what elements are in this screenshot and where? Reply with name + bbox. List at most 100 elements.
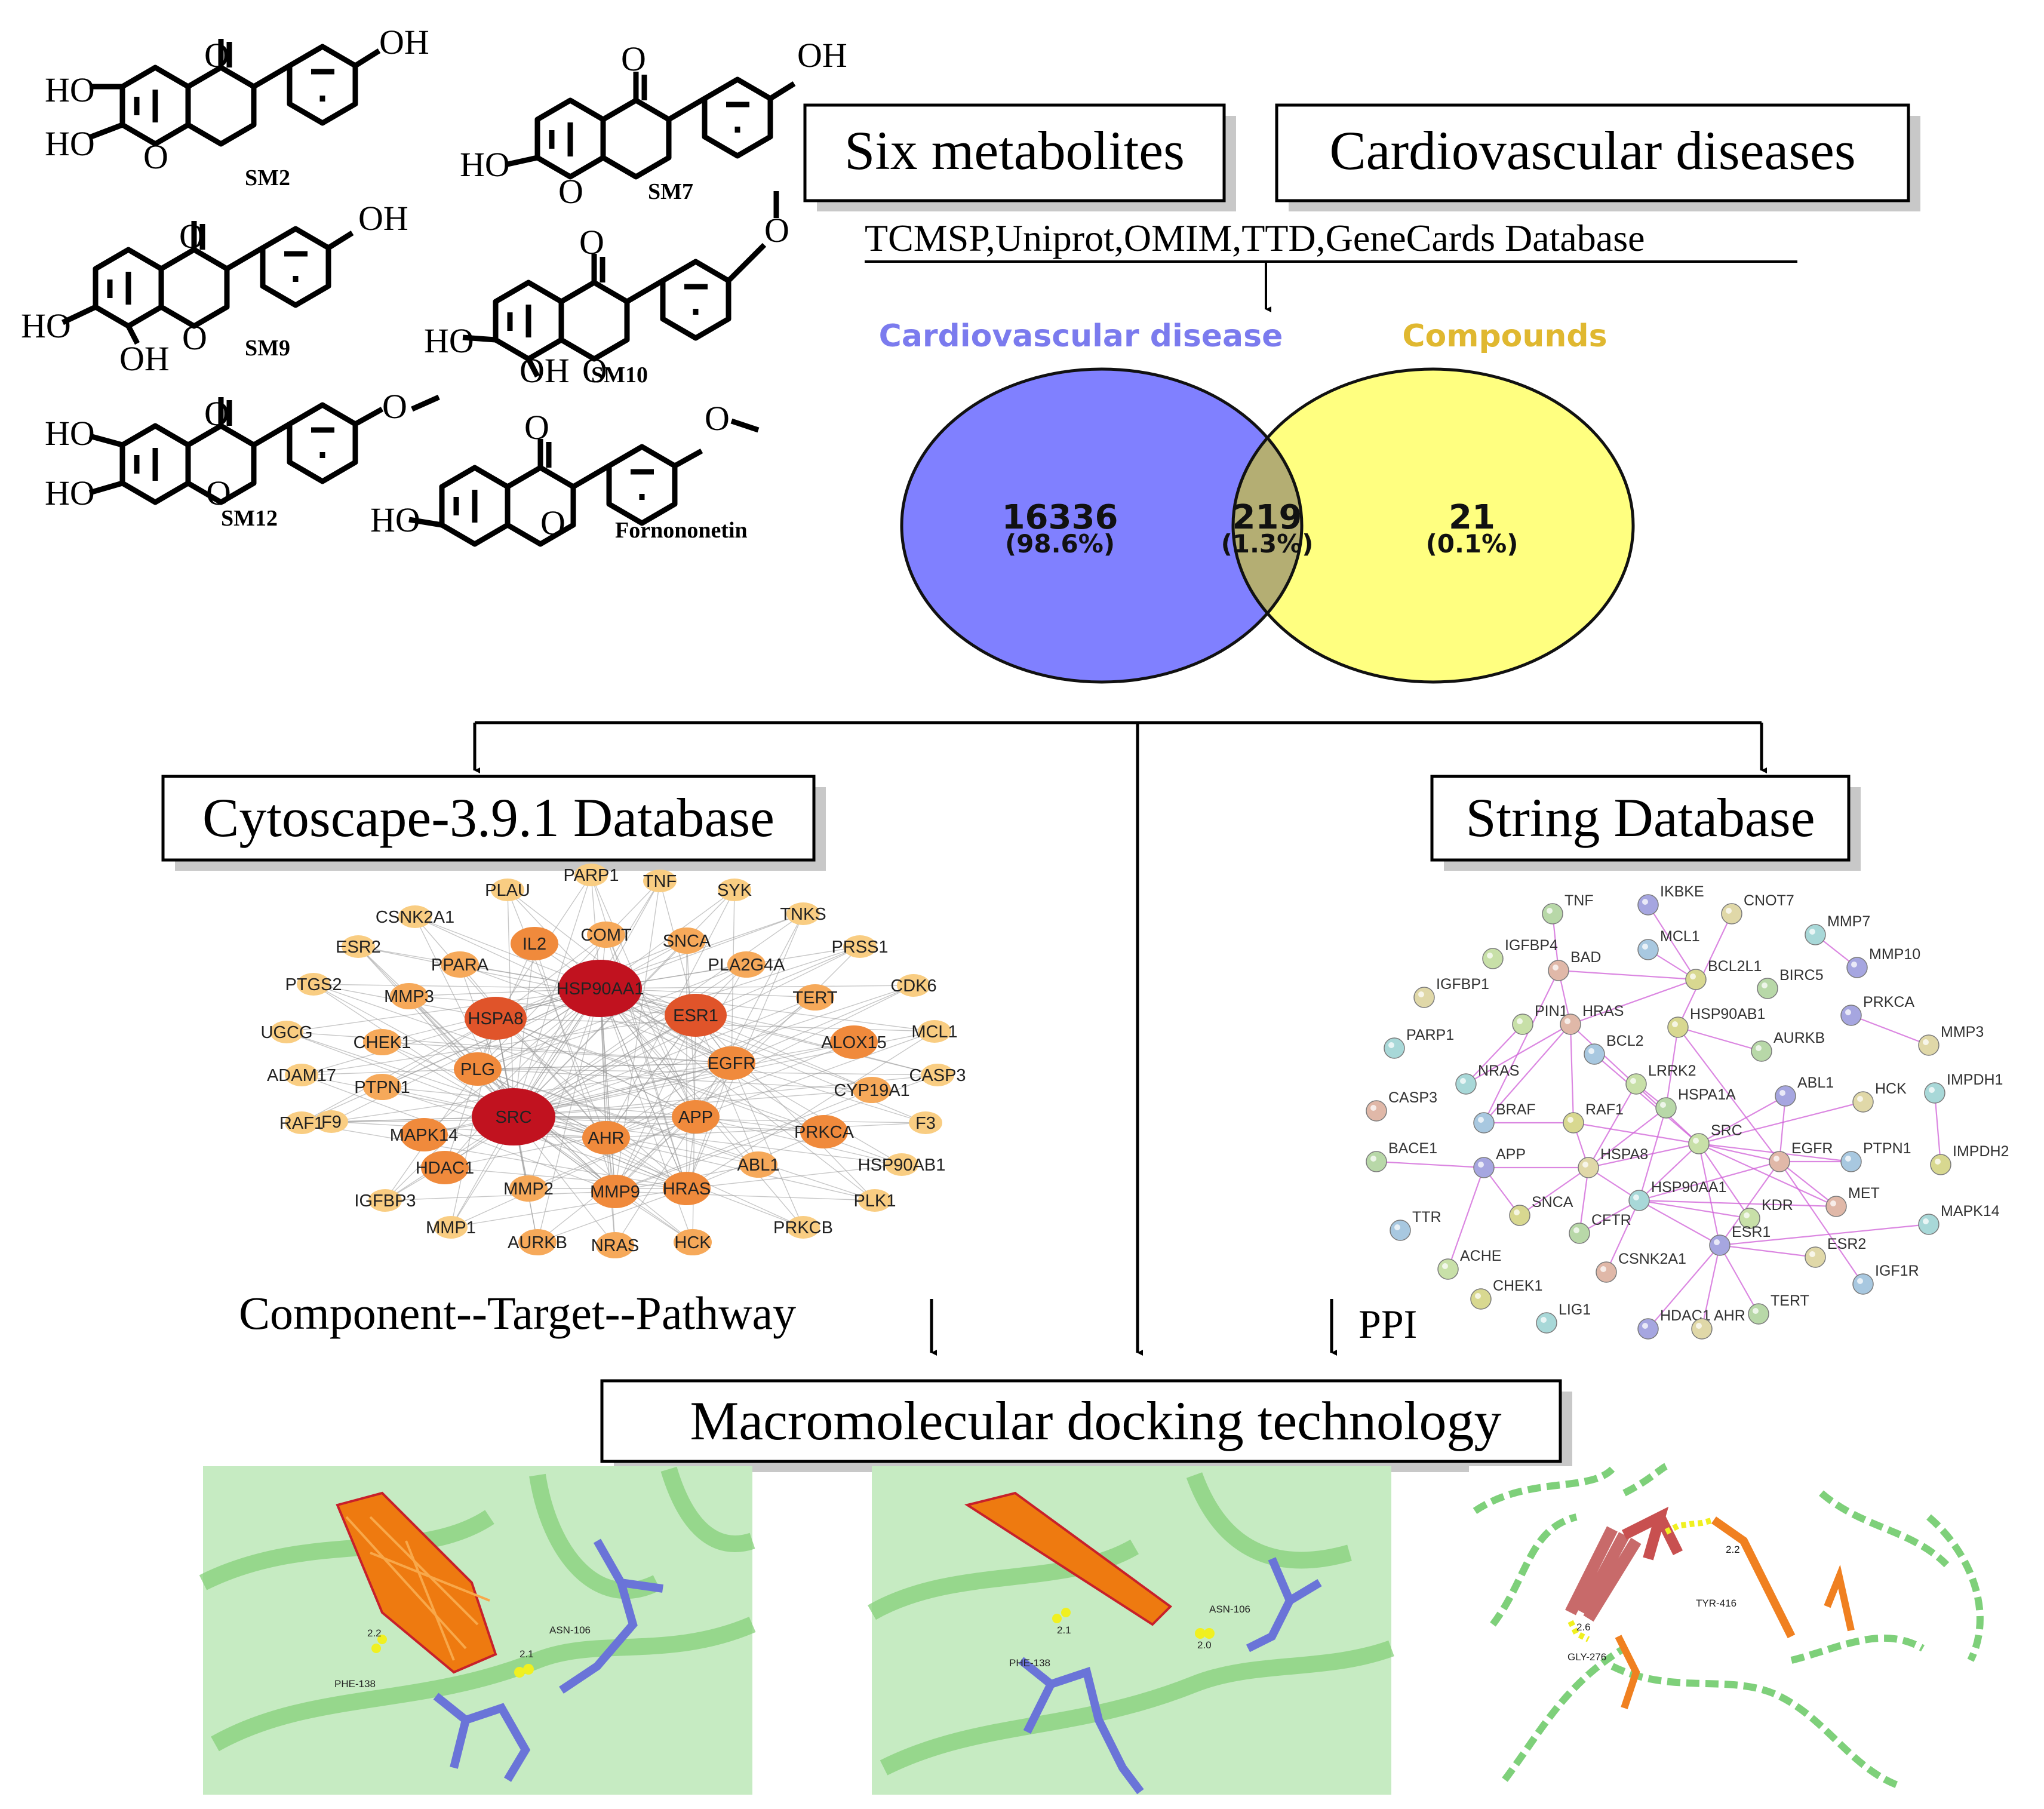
string-node-label: IKBKE <box>1660 883 1704 900</box>
cytoscape-edge <box>313 984 514 1117</box>
dock2-distance-1: 2.1 <box>1057 1624 1071 1636</box>
sm12-o: O <box>204 394 229 433</box>
cytoscape-edge <box>513 943 535 1117</box>
string-node-label: LRRK2 <box>1648 1062 1696 1079</box>
cytoscape-node-shape <box>643 870 677 892</box>
string-node-highlight <box>1696 1323 1702 1329</box>
cytoscape-node-label: HSP90AB1 <box>858 1156 946 1175</box>
cytoscape-node-shape <box>596 1232 634 1258</box>
sm9-label: SM9 <box>245 336 290 361</box>
string-node-shape <box>1584 1043 1605 1065</box>
cytoscape-node-shape <box>363 1029 401 1055</box>
cytoscape-node-label: PPARA <box>431 956 489 975</box>
string-node-shape <box>1655 1097 1677 1119</box>
string-node-highlight <box>1642 899 1648 905</box>
ctp-caption: Component--Target--Pathway <box>239 1287 796 1339</box>
cytoscape-node-shape <box>796 984 834 1011</box>
cytoscape-node-plk1: PLK1 <box>854 1189 896 1212</box>
cytoscape-node-comt: COMT <box>580 922 632 948</box>
diseases-title: Cardiovascular diseases <box>1329 120 1855 181</box>
string-node-shape <box>1924 1082 1945 1104</box>
string-node-mmp7: MMP7 <box>1805 913 1870 945</box>
structure-sm2 <box>88 39 381 147</box>
cytoscape-edge <box>513 913 804 1117</box>
string-node-shape <box>1748 1303 1769 1325</box>
cytoscape-node-label: F9 <box>321 1113 342 1132</box>
cytoscape-edge <box>313 984 696 1117</box>
cytoscape-edge <box>695 1116 902 1165</box>
cytoscape-edge <box>686 1031 935 1189</box>
sm10-label: SM10 <box>591 363 648 388</box>
cytoscape-edge <box>477 1068 759 1165</box>
string-edge <box>1569 1024 1575 1123</box>
cytoscape-edge <box>600 988 935 1032</box>
cytoscape-node-shape <box>398 905 432 928</box>
string-node-label: MMP3 <box>1941 1024 1984 1040</box>
string-node-shape <box>1473 1112 1495 1134</box>
string-node-shape <box>1384 1037 1405 1059</box>
string-node-label: PTPN1 <box>1863 1140 1911 1157</box>
string-node-label: EGFR <box>1791 1140 1833 1157</box>
cytoscape-node-label: MMP1 <box>426 1218 476 1237</box>
cytoscape-node-label: CYP19A1 <box>834 1081 909 1100</box>
string-node-parp1: PARP1 <box>1384 1027 1454 1059</box>
string-node-shape <box>1542 903 1563 925</box>
dock3-distance-2: 2.6 <box>1576 1621 1591 1633</box>
cytoscape-node-label: RAF1 <box>279 1114 324 1133</box>
cytoscape-node-label: PTGS2 <box>285 975 342 994</box>
string-node-label: LIG1 <box>1559 1301 1591 1318</box>
dock3-distance-1: 2.2 <box>1726 1544 1740 1555</box>
chem-labels: HO HO OH O O SM2 HO OH O O SM7 HO OH OH … <box>21 23 847 543</box>
string-node-highlight <box>1830 1200 1836 1206</box>
cytoscape-node-tnks: TNKS <box>780 902 826 925</box>
cytoscape-node-label: HSP90AA1 <box>557 979 644 999</box>
cytoscape-node-shape <box>665 994 727 1037</box>
string-node-label: SRC <box>1711 1122 1742 1139</box>
string-edge <box>1779 1161 1837 1207</box>
structure-sm7 <box>507 72 796 180</box>
string-node-braf: BRAF <box>1473 1101 1536 1134</box>
cytoscape-edge <box>358 946 696 1016</box>
string-node-label: CASP3 <box>1388 1089 1437 1106</box>
cytoscape-edge <box>605 985 914 1138</box>
string-node-highlight <box>1756 1045 1762 1051</box>
cytoscape-node-shape <box>270 1021 303 1043</box>
docking-title: Macromolecular docking technology <box>690 1390 1501 1451</box>
cytoscape-node-prkca: PRKCA <box>794 1115 855 1148</box>
string-edge <box>1934 1092 1942 1165</box>
box-diseases: Cardiovascular diseases <box>1275 103 1920 211</box>
cytoscape-node-f9: F9 <box>315 1110 348 1133</box>
string-edge <box>1698 1142 1837 1208</box>
string-node-label: MMP7 <box>1827 913 1870 930</box>
string-node-highlight <box>1642 1323 1648 1329</box>
string-node-shape <box>1688 1133 1710 1154</box>
venn-left-circle <box>902 369 1302 682</box>
cytoscape-edge <box>385 1191 616 1201</box>
cytoscape-node-mcl1: MCL1 <box>911 1020 958 1043</box>
string-node-shape <box>1846 957 1868 978</box>
string-edge <box>1677 913 1732 1028</box>
string-node-highlight <box>1779 1090 1785 1096</box>
cytoscape-node-cyp19a1: CYP19A1 <box>834 1077 910 1103</box>
cytoscape-node-shape <box>591 1175 639 1208</box>
string-node-highlight <box>1588 1048 1594 1054</box>
string-node-igfbp1: IGFBP1 <box>1413 976 1489 1008</box>
string-edge <box>1447 1167 1485 1270</box>
cytoscape-node-shape <box>574 864 608 886</box>
cytoscape-node-shape <box>909 1111 942 1134</box>
cytoscape-node-shape <box>441 951 479 978</box>
string-node-label: HSP90AA1 <box>1651 1179 1726 1196</box>
string-node-label: MMP10 <box>1869 946 1920 963</box>
formononetin-ho: HO <box>370 500 420 539</box>
cytoscape-edge <box>614 964 747 1192</box>
string-node-label: IMPDH2 <box>1953 1143 2009 1160</box>
structure-sm12 <box>88 394 440 505</box>
cytoscape-edge <box>477 1068 938 1076</box>
string-node-highlight <box>1630 1078 1636 1084</box>
cytoscape-node-shape <box>509 1175 548 1202</box>
string-node-label: MCL1 <box>1660 928 1700 945</box>
docking-panel-3: 2.2 2.6 TYR-416 GLY-276 <box>1469 1463 2015 1795</box>
cytoscape-edge <box>695 1015 872 1091</box>
string-node-highlight <box>1744 1212 1750 1218</box>
string-edge <box>1639 1199 1750 1220</box>
